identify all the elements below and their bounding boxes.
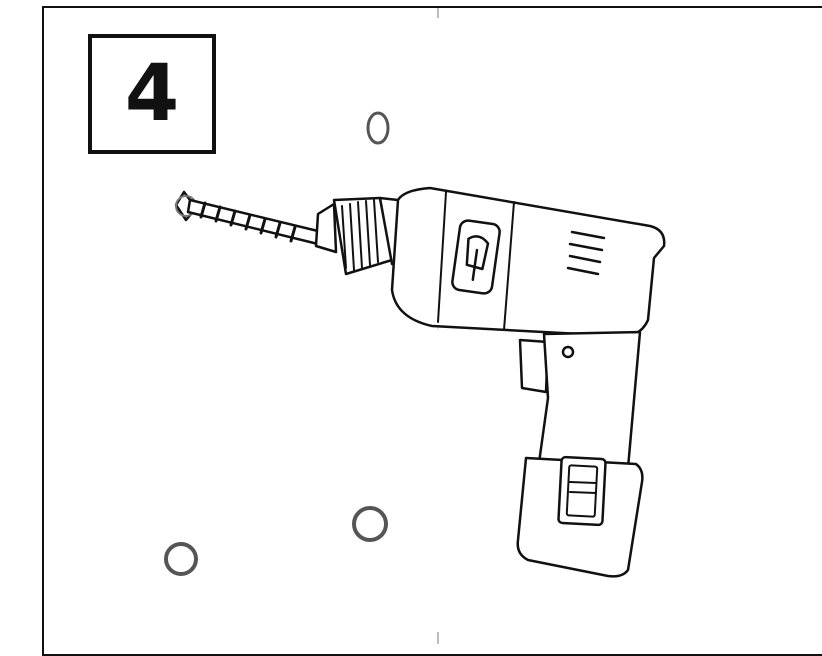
- drill-body: [390, 186, 666, 338]
- drill-bit: [174, 190, 324, 246]
- drill-handle: [536, 330, 642, 472]
- drill-battery: [516, 455, 644, 578]
- hole-icon: [164, 542, 198, 576]
- drill-chuck: [314, 196, 406, 276]
- hole-icon: [366, 111, 390, 145]
- drill-icon: [174, 186, 666, 578]
- step-number: 4: [124, 49, 180, 139]
- drill-trigger: [518, 338, 550, 394]
- hole-icon: [352, 506, 388, 542]
- step-number-box: 4: [88, 34, 216, 154]
